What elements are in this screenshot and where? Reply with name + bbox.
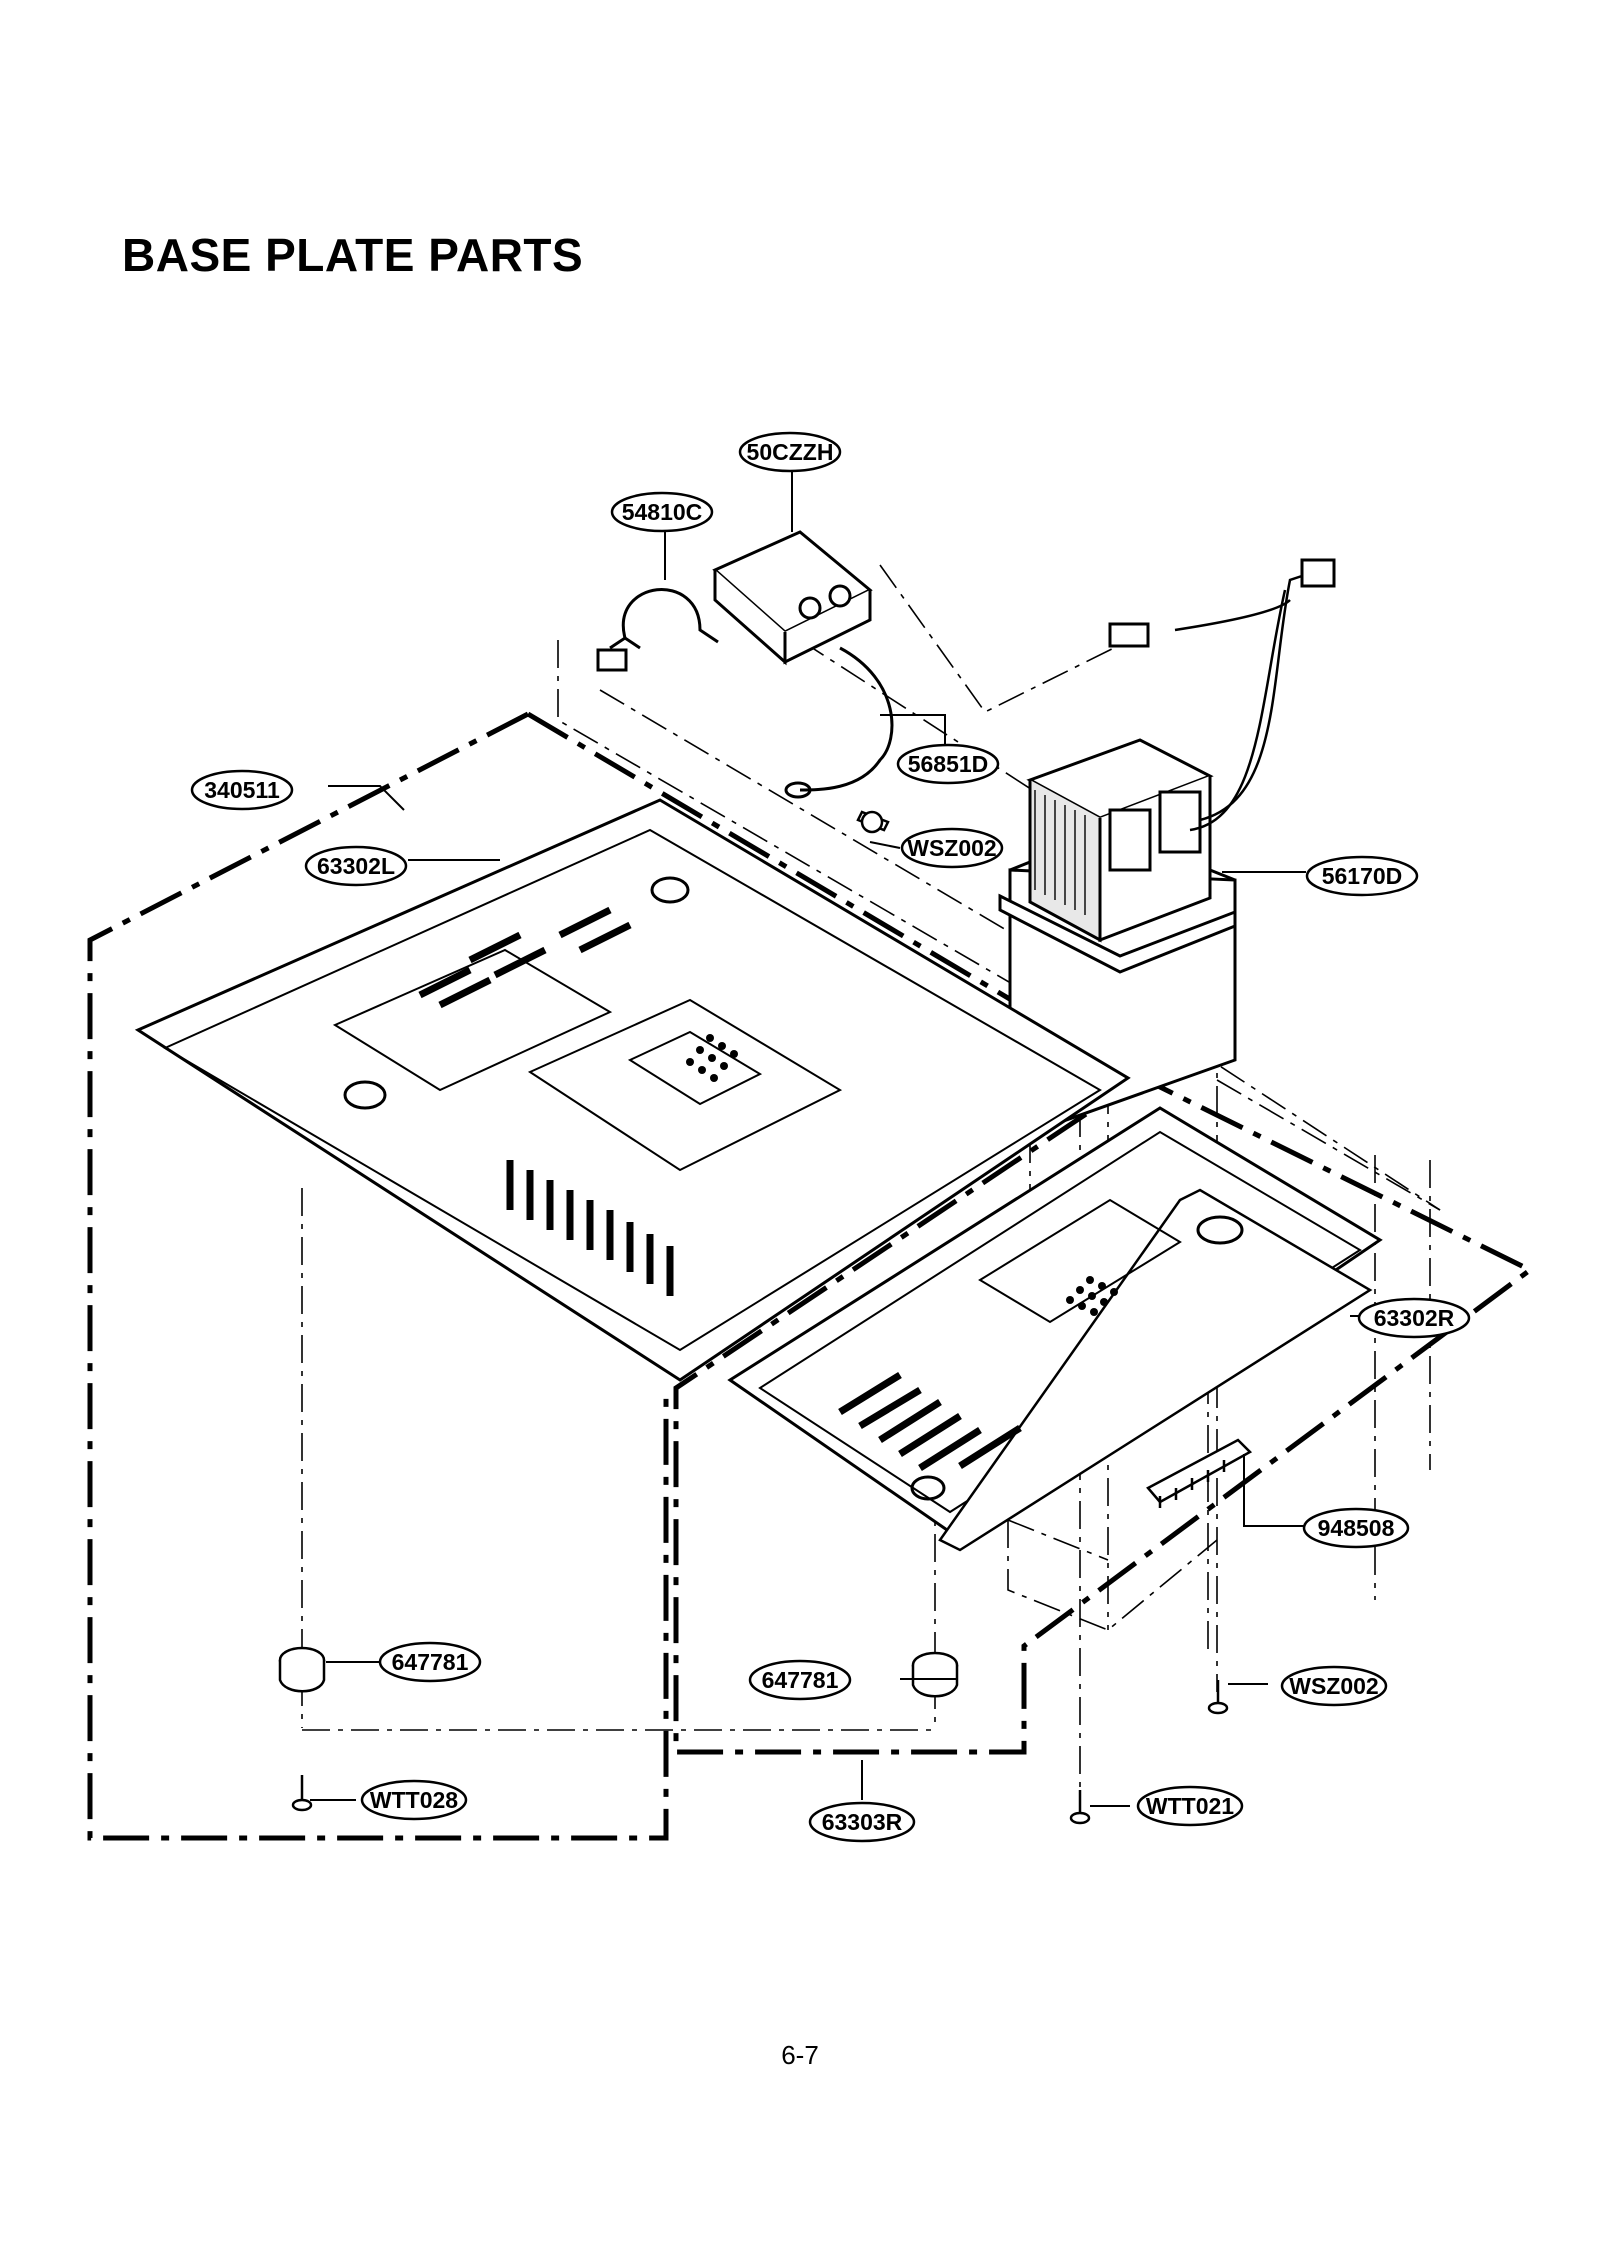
page-number: 6-7 xyxy=(781,2040,819,2070)
callout-label-340511: 340511 xyxy=(204,777,280,803)
callout-label-948508: 948508 xyxy=(1318,1515,1395,1541)
callout-50czzh: 50CZZH xyxy=(738,431,842,473)
foot-right xyxy=(911,1651,959,1698)
callout-wtt028: WTT028 xyxy=(360,1779,468,1821)
callout-wsz002-top: WSZ002 xyxy=(900,827,1004,869)
screw-right xyxy=(1207,1680,1229,1715)
base-plate-left xyxy=(134,798,1131,1382)
pad xyxy=(1146,1438,1253,1508)
callout-54810c: 54810C xyxy=(610,491,714,533)
callout-label-647781-right: 647781 xyxy=(762,1667,839,1693)
callout-label-63303r: 63303R xyxy=(822,1809,903,1835)
callout-948508: 948508 xyxy=(1302,1507,1410,1549)
diode xyxy=(784,646,894,799)
callout-56851d: 56851D xyxy=(896,743,1000,785)
callout-340511: 340511 xyxy=(190,769,294,811)
callout-label-wsz002-right: WSZ002 xyxy=(1289,1673,1378,1699)
foot-left xyxy=(278,1646,326,1693)
callout-56170d: 56170D xyxy=(1305,855,1419,897)
callout-label-wsz002-top: WSZ002 xyxy=(907,835,996,861)
callout-label-50czzh: 50CZZH xyxy=(747,439,834,465)
assembly-boundary-left xyxy=(87,711,669,1841)
callout-63302l: 63302L xyxy=(304,845,408,887)
callout-647781-right: 647781 xyxy=(748,1659,852,1701)
screw-foot-right xyxy=(1069,1790,1091,1825)
screw-top xyxy=(856,810,890,834)
base-plate-right xyxy=(727,1106,1383,1552)
callout-wsz002-right: WSZ002 xyxy=(1280,1665,1388,1707)
callout-label-647781-left: 647781 xyxy=(392,1649,469,1675)
callout-label-56170d: 56170D xyxy=(1322,863,1403,889)
callout-63302r: 63302R xyxy=(1357,1297,1471,1339)
callout-63303r: 63303R xyxy=(808,1801,916,1843)
callout-label-wtt021: WTT021 xyxy=(1146,1793,1234,1819)
assembly-boundary-right xyxy=(526,711,1535,1755)
callout-wtt021: WTT021 xyxy=(1136,1785,1244,1827)
callout-label-wtt028: WTT028 xyxy=(370,1787,458,1813)
callout-label-63302r: 63302R xyxy=(1374,1305,1455,1331)
capacitor-clamp xyxy=(596,588,719,672)
capacitor xyxy=(712,530,873,666)
callout-label-63302l: 63302L xyxy=(317,853,395,879)
screw-foot-left xyxy=(291,1775,313,1812)
callout-label-54810c: 54810C xyxy=(622,499,703,525)
page-title: BASE PLATE PARTS xyxy=(122,229,584,281)
callout-label-56851d: 56851D xyxy=(908,751,989,777)
callout-647781-left: 647781 xyxy=(378,1641,482,1683)
